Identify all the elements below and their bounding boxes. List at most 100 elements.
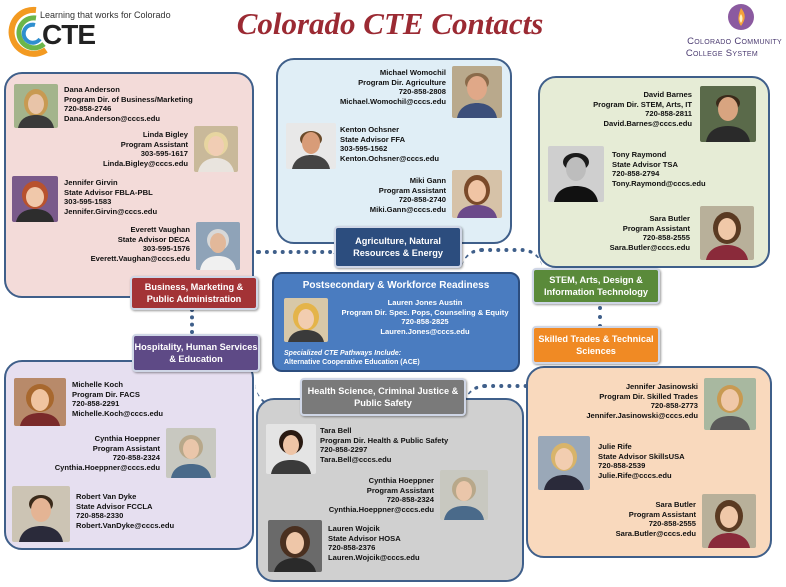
contact-jennifer-girvin: Jennifer Girvin State Advisor FBLA-PBL 3… [64,178,157,216]
cccs-flame-icon [728,4,754,30]
contact-email[interactable]: Linda.Bigley@cccs.edu [102,158,188,168]
logo-tagline: Learning that works for Colorado [40,10,171,20]
contact-email[interactable]: Cynthia.Hoeppner@cccs.edu [54,462,160,472]
person-photo-icon [12,176,58,222]
photo-sara-butler-stem [700,206,754,260]
contact-name: Dana Anderson [64,85,120,94]
label-stem[interactable]: STEM, Arts, Design & Information Technol… [532,268,660,304]
contact-phone: 720-858-2324 [386,495,434,505]
contact-name: Julie Rife [598,442,632,451]
photo-linda-bigley [194,126,238,172]
pathways-note-item: Alternative Cooperative Education (ACE) [284,359,420,366]
contact-phone: 720-858-2297 [320,445,368,455]
contact-email[interactable]: Tara.Bell@cccs.edu [320,454,392,464]
contact-name: Everett Vaughan [130,225,190,234]
contact-phone: 303-595-1562 [340,144,388,154]
contact-cynthia-hoeppner-health: Cynthia Hoeppner Program Assistant 720-8… [314,476,434,514]
contact-email[interactable]: Kenton.Ochsner@cccs.edu [340,153,439,163]
contact-linda-bigley: Linda Bigley Program Assistant 303-595-1… [60,130,188,168]
person-photo-icon [452,66,502,118]
contact-email[interactable]: Julie.Rife@cccs.edu [598,470,672,480]
photo-michelle-koch [14,378,66,426]
contact-title: Program Dir. FACS [72,389,140,399]
contact-phone: 720-858-2825 [401,317,449,327]
contact-title: State Advisor SkillsUSA [598,451,685,461]
contact-name: Sara Butler [655,500,696,509]
person-photo-icon [12,486,70,542]
contact-cynthia-hoeppner-hosp: Cynthia Hoeppner Program Assistant 720-8… [40,434,160,472]
contact-lauren-jones-austin: Lauren Jones Austin Program Dir. Spec. P… [334,298,516,336]
contact-phone: 303-595-1617 [140,149,188,159]
contact-name: Jennifer Jasinowski [625,382,698,391]
contact-phone: 720-858-2808 [398,87,446,97]
contact-email[interactable]: Sara.Butler@cccs.edu [615,528,696,538]
contact-phone: 303-595-1583 [64,197,112,207]
contact-email[interactable]: David.Barnes@cccs.edu [603,118,692,128]
contact-email[interactable]: Tony.Raymond@cccs.edu [612,178,706,188]
contact-name: Kenton Ochsner [340,125,400,134]
cccs-line2: College System [685,48,758,59]
person-photo-icon [166,428,216,478]
label-hospitality[interactable]: Hospitality, Human Services & Education [132,334,260,372]
contact-michael-womochil: Michael Womochil Program Dir. Agricultur… [320,68,446,106]
photo-robert-van-dyke [12,486,70,542]
connector-business-hospitality [190,308,198,334]
person-photo-icon [286,123,336,169]
contact-email[interactable]: Jennifer.Jasinowski@cccs.edu [586,410,698,420]
label-agriculture[interactable]: Agriculture, Natural Resources & Energy [334,226,462,268]
contact-tony-raymond: Tony Raymond State Advisor TSA 720-858-2… [612,150,706,188]
contact-email[interactable]: Lauren.Wojcik@cccs.edu [328,552,420,562]
contact-title: State Advisor FCCLA [76,501,153,511]
cte-logo-swoosh-icon [8,6,48,57]
contact-email[interactable]: Jennifer.Girvin@cccs.edu [64,206,158,216]
photo-dana-anderson [14,84,58,128]
contact-title: Program Dir. of Business/Marketing [64,94,193,104]
contact-phone: 720-858-2746 [64,104,112,114]
person-photo-icon [268,520,322,572]
contact-title: State Advisor FFA [340,134,406,144]
person-photo-icon [452,170,502,218]
cte-logo: Learning that works for Colorado CTE [6,4,186,60]
contact-email[interactable]: Miki.Gann@cccs.edu [369,204,446,214]
person-photo-icon [14,378,66,426]
contact-title: Program Dir. Agriculture [358,77,446,87]
contact-phone: 720-858-2376 [328,543,376,553]
contact-email[interactable]: Michael.Womochil@cccs.edu [339,96,446,106]
contact-email[interactable]: Robert.VanDyke@cccs.edu [76,520,175,530]
connector-agri-business [225,250,335,284]
postsecondary-heading: Postsecondary & Workforce Readiness [302,280,490,291]
person-photo-icon [196,222,240,270]
contact-email[interactable]: Sara.Butler@cccs.edu [609,242,690,252]
connector-health-trades [465,384,545,404]
contact-email[interactable]: Everett.Vaughan@cccs.edu [90,253,190,263]
contact-robert-van-dyke: Robert Van Dyke State Advisor FCCLA 720-… [76,492,174,530]
person-photo-icon [702,494,756,548]
contact-name: Michelle Koch [72,380,124,389]
contact-title: Program Dir. STEM, Arts, IT [593,99,692,109]
contact-title: Program Assistant [120,139,188,149]
contact-email[interactable]: Lauren.Jones@cccs.edu [380,326,470,336]
contact-phone: 720-858-2324 [112,453,160,463]
connector-agri-stem [462,248,542,268]
person-photo-icon [548,146,604,202]
contact-title: Program Assistant [628,509,696,519]
photo-lauren-wojcik [268,520,322,572]
contact-kenton-ochsner: Kenton Ochsner State Advisor FFA 303-595… [340,125,439,163]
label-trades[interactable]: Skilled Trades & Technical Sciences [532,326,660,364]
contact-email[interactable]: Cynthia.Hoeppner@cccs.edu [328,504,434,514]
contact-phone: 720-858-2330 [76,511,124,521]
contact-tara-bell: Tara Bell Program Dir. Health & Public S… [320,426,448,464]
contact-email[interactable]: Michelle.Koch@cccs.edu [72,408,163,418]
contact-phone: 720-858-2773 [650,401,698,411]
contact-lauren-wojcik: Lauren Wojcik State Advisor HOSA 720-858… [328,524,420,562]
label-business[interactable]: Business, Marketing & Public Administrat… [130,276,258,310]
contact-jennifer-jasinowski: Jennifer Jasinowski Program Dir. Skilled… [570,382,698,420]
person-photo-icon [14,84,58,128]
contact-title: Program Assistant [378,185,446,195]
contact-email[interactable]: Dana.Anderson@cccs.edu [64,113,161,123]
label-health[interactable]: Health Science, Criminal Justice & Publi… [300,378,466,416]
contact-name: Lauren Jones Austin [387,298,463,307]
contact-title: Program Dir. Health & Public Safety [320,435,449,445]
contact-sara-butler-stem: Sara Butler Program Assistant 720-858-25… [570,214,690,252]
contact-phone: 720-858-2740 [398,195,446,205]
